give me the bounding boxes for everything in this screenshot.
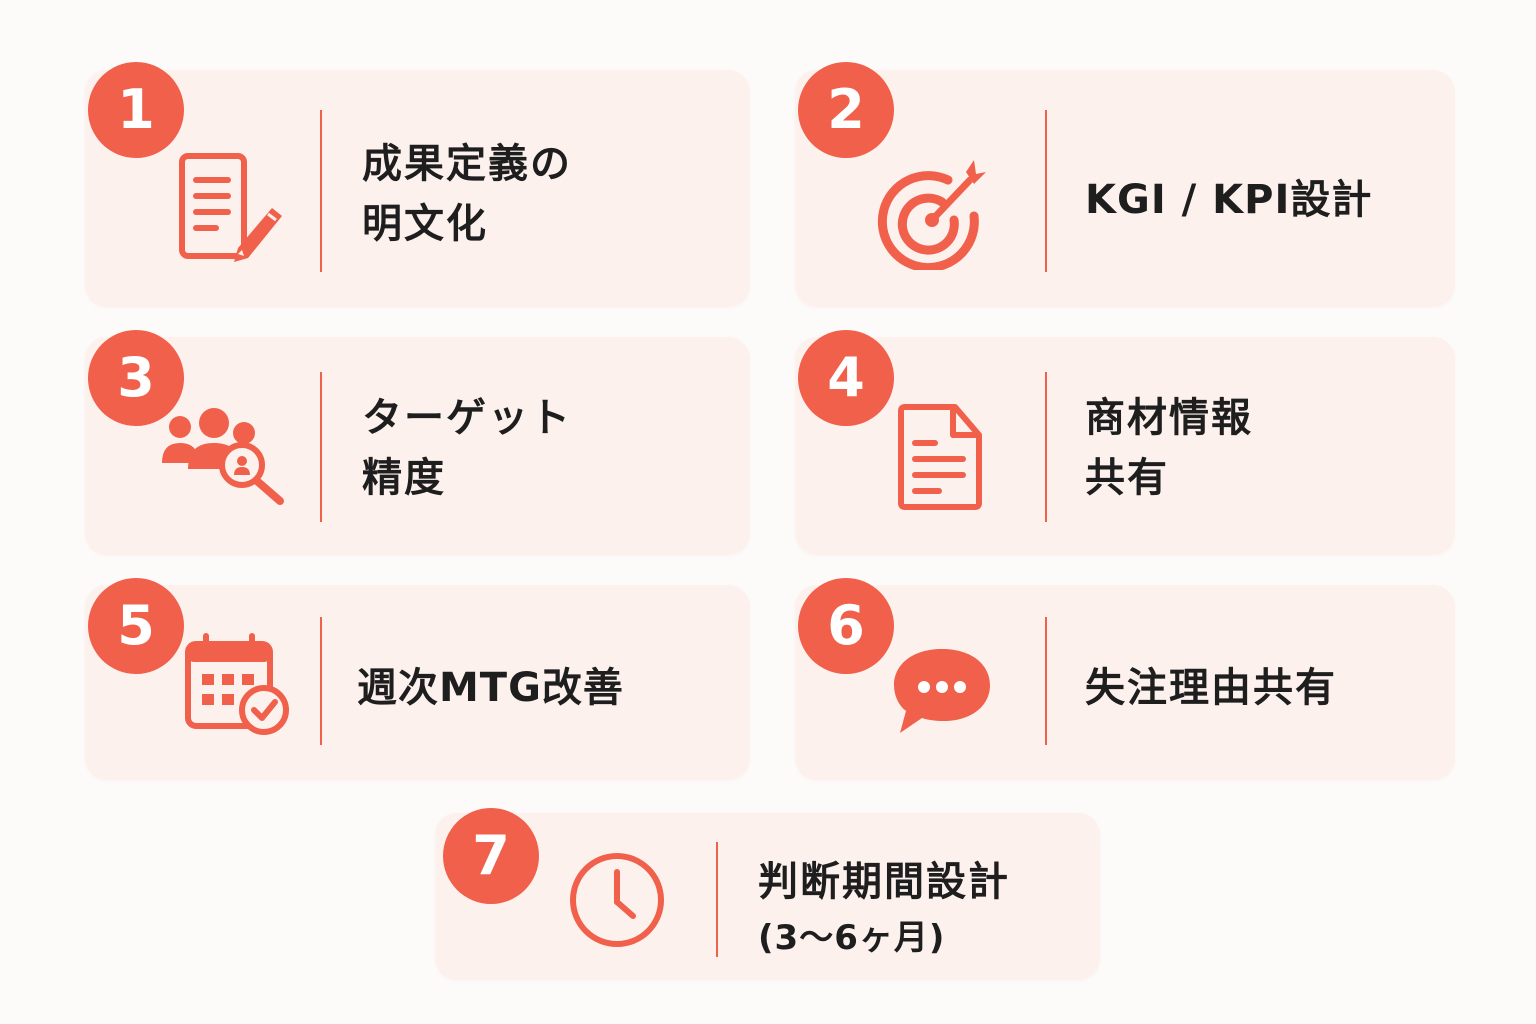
target-icon — [877, 160, 986, 270]
step-label: ターゲット 精度 — [362, 395, 572, 501]
step-label: 判断期間設計 (3〜6ヶ月) — [758, 852, 1010, 964]
step-card-4 — [795, 337, 1455, 555]
step-sublabel: (3〜6ヶ月) — [758, 918, 946, 958]
people-search-icon — [162, 408, 284, 505]
step-label: 週次MTG改善 — [357, 665, 624, 711]
step-number-badge: 4 — [798, 330, 894, 426]
divider — [320, 110, 322, 272]
divider — [320, 372, 322, 522]
step-number-badge: 2 — [798, 62, 894, 158]
divider — [320, 617, 322, 745]
step-card-7 — [435, 813, 1100, 980]
step-number-badge: 7 — [443, 808, 539, 904]
document-edit-icon — [179, 153, 282, 262]
step-number-badge: 3 — [88, 330, 184, 426]
divider — [1045, 617, 1047, 745]
divider — [716, 842, 718, 957]
step-label: 失注理由共有 — [1085, 665, 1337, 711]
step-label: KGI / KPI設計 — [1085, 177, 1373, 223]
step-card-5 — [85, 585, 750, 780]
document-icon — [898, 404, 982, 510]
step-number-badge: 1 — [88, 62, 184, 158]
calendar-check-icon — [185, 633, 289, 735]
chat-bubble-icon — [894, 649, 990, 733]
step-number-badge: 5 — [88, 578, 184, 674]
step-label: 成果定義の 明文化 — [362, 141, 572, 247]
divider — [1045, 372, 1047, 522]
step-card-2 — [795, 70, 1455, 307]
divider — [1045, 110, 1047, 272]
step-card-1 — [85, 70, 750, 307]
clock-icon — [570, 853, 664, 947]
step-label: 商材情報 共有 — [1085, 395, 1253, 501]
step-card-3 — [85, 337, 750, 555]
step-number-badge: 6 — [798, 578, 894, 674]
